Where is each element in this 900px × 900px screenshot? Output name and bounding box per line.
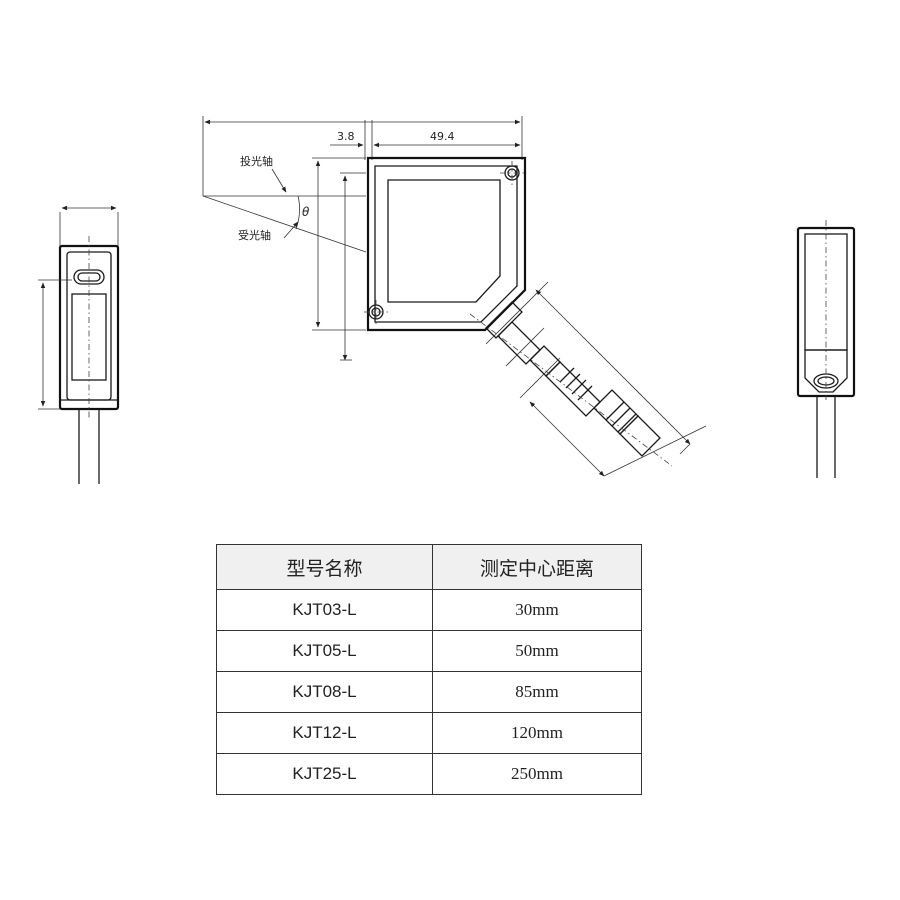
distance-cell: 85mm (432, 671, 642, 713)
front-view: 3.8 49.4 θ 投光轴 受光轴 (202, 116, 707, 477)
spec-table: 型号名称 测定中心距离 KJT03-L 30mm KJT05-L 50mm KJ… (216, 544, 642, 795)
connector (469, 281, 707, 477)
emit-axis-label: 投光轴 (240, 154, 273, 168)
receive-axis-label: 受光轴 (238, 228, 271, 242)
header-distance: 测定中心距离 (432, 544, 642, 590)
model-cell: KJT03-L (216, 589, 433, 631)
distance-cell: 120mm (432, 712, 642, 754)
distance-cell: 30mm (432, 589, 642, 631)
right-side-view (796, 220, 856, 478)
model-cell: KJT08-L (216, 671, 433, 713)
table-row: KJT05-L 50mm (216, 630, 642, 672)
header-model: 型号名称 (216, 544, 433, 590)
dim-width-label: 49.4 (430, 130, 455, 143)
model-cell: KJT25-L (216, 753, 433, 795)
model-cell: KJT05-L (216, 630, 433, 672)
distance-cell: 50mm (432, 630, 642, 672)
angle-label: θ (302, 205, 310, 219)
distance-cell: 250mm (432, 753, 642, 795)
table-header-row: 型号名称 测定中心距离 (216, 544, 642, 590)
model-cell: KJT12-L (216, 712, 433, 754)
dim-offset-label: 3.8 (337, 130, 355, 143)
technical-drawing: 3.8 49.4 θ 投光轴 受光轴 (38, 116, 856, 484)
table-row: KJT03-L 30mm (216, 589, 642, 631)
table-row: KJT08-L 85mm (216, 671, 642, 713)
table-row: KJT25-L 250mm (216, 753, 642, 795)
table-row: KJT12-L 120mm (216, 712, 642, 754)
left-side-view (38, 205, 120, 484)
